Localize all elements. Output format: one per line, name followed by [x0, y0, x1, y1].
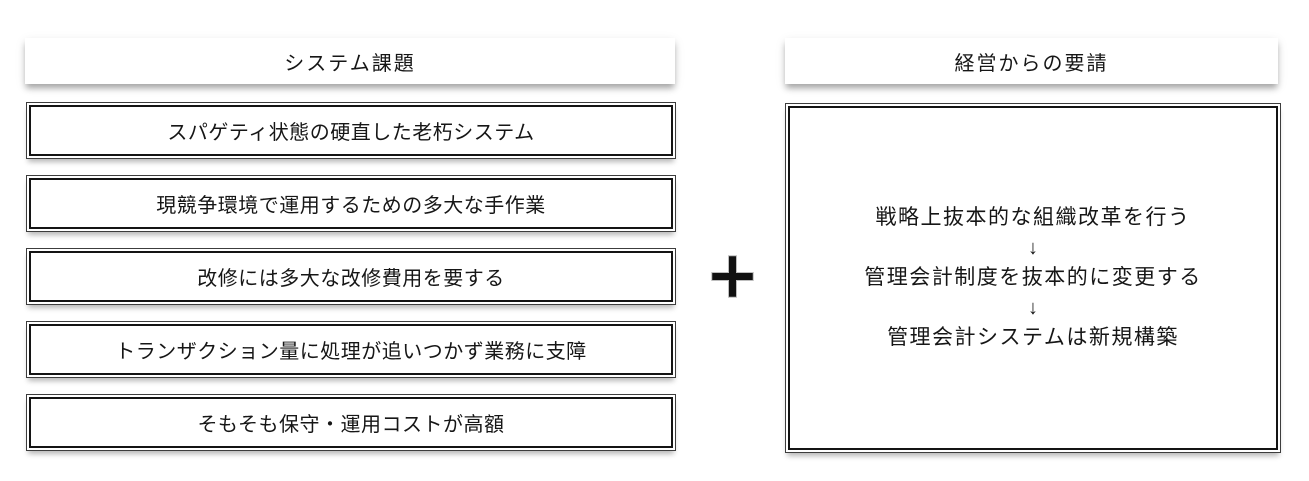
- issue-box-3-label: 改修には多大な改修費用を要する: [29, 251, 673, 302]
- issue-box-2-frame: 現競争環境で運用するための多大な手作業: [26, 175, 676, 232]
- down-arrow-icon: ↓: [1028, 297, 1038, 319]
- issue-box-2: 現競争環境で運用するための多大な手作業: [26, 175, 676, 232]
- issue-box-1: スパゲティ状態の硬直した老朽システム: [26, 102, 676, 159]
- issue-box-3-frame: 改修には多大な改修費用を要する: [26, 248, 676, 305]
- issue-box-1-frame: スパゲティ状態の硬直した老朽システム: [26, 102, 676, 159]
- down-arrow-icon: ↓: [1028, 237, 1038, 259]
- right-column-header: 経営からの要請: [785, 38, 1278, 84]
- issue-box-4: トランザクション量に処理が追いつかず業務に支障: [26, 321, 676, 378]
- management-request-content: 戦略上抜本的な組織改革を行う ↓ 管理会計制度を抜本的に変更する ↓ 管理会計シ…: [788, 106, 1278, 450]
- issue-box-4-frame: トランザクション量に処理が追いつかず業務に支障: [26, 321, 676, 378]
- plus-icon: [711, 255, 754, 298]
- request-step-2: 管理会計制度を抜本的に変更する: [864, 266, 1202, 289]
- issue-box-5-frame: そもそも保守・運用コストが高額: [26, 394, 676, 451]
- issue-box-2-label: 現競争環境で運用するための多大な手作業: [29, 178, 673, 229]
- issue-box-3: 改修には多大な改修費用を要する: [26, 248, 676, 305]
- left-column-title: システム課題: [284, 52, 416, 75]
- issue-box-4-label: トランザクション量に処理が追いつかず業務に支障: [29, 324, 673, 375]
- issue-box-5-label: そもそも保守・運用コストが高額: [29, 397, 673, 448]
- request-step-3: 管理会計システムは新規構築: [887, 326, 1179, 349]
- issue-box-5: そもそも保守・運用コストが高額: [26, 394, 676, 451]
- request-step-1: 戦略上抜本的な組織改革を行う: [875, 206, 1191, 229]
- issue-box-1-label: スパゲティ状態の硬直した老朽システム: [29, 105, 673, 156]
- management-request-frame: 戦略上抜本的な組織改革を行う ↓ 管理会計制度を抜本的に変更する ↓ 管理会計シ…: [785, 103, 1281, 453]
- left-column-header: システム課題: [25, 38, 675, 84]
- right-column-title: 経営からの要請: [954, 52, 1109, 75]
- management-request-box: 戦略上抜本的な組織改革を行う ↓ 管理会計制度を抜本的に変更する ↓ 管理会計シ…: [785, 103, 1281, 453]
